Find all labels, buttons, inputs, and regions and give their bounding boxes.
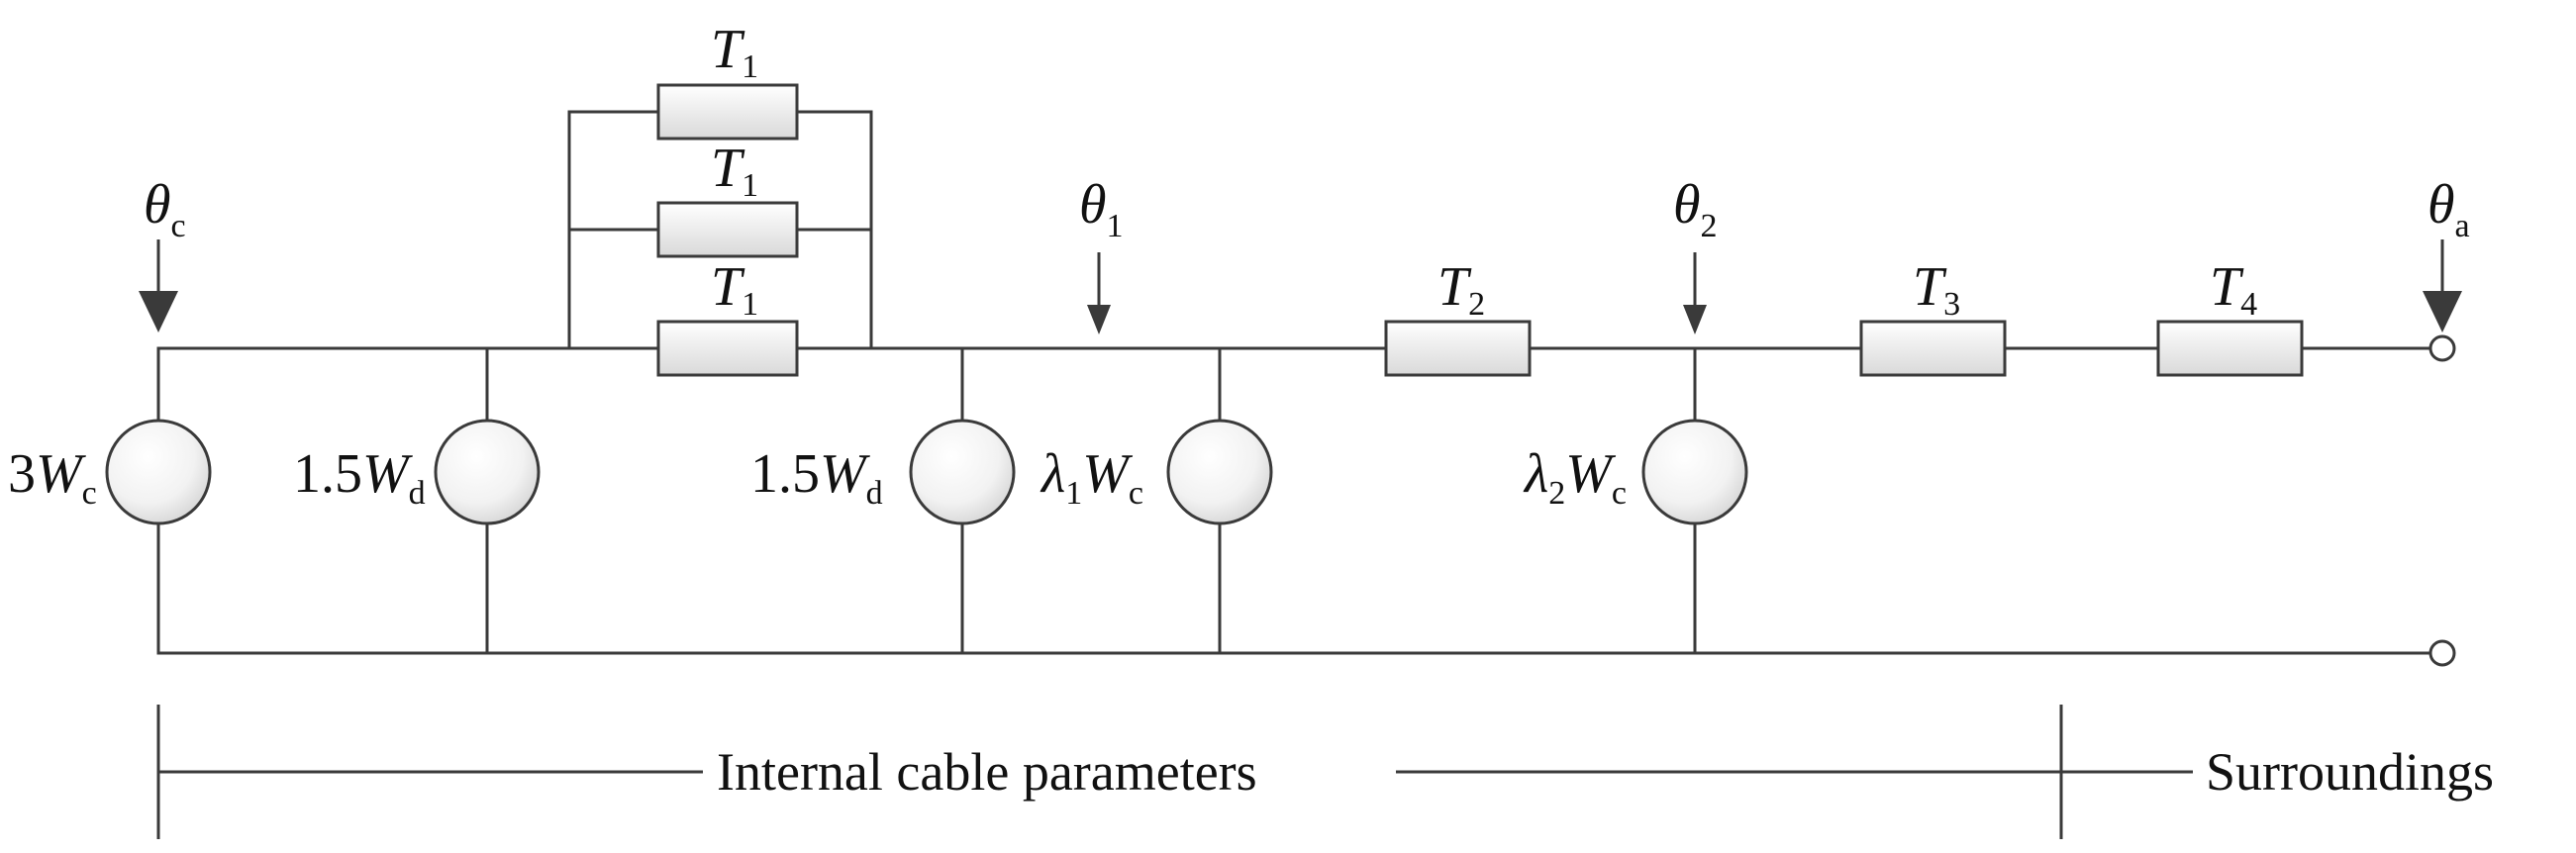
terminal-bottom — [2428, 639, 2456, 667]
source-lambda2-wc — [1641, 419, 1748, 525]
legend-surroundings-label: Surroundings — [2206, 742, 2494, 802]
label-theta-1: θ1 — [1079, 174, 1124, 244]
label-1.5wd-left: 1.5Wd — [293, 443, 426, 512]
label-1.5wd-right: 1.5Wd — [750, 443, 883, 512]
source-1.5wd-right — [909, 419, 1016, 525]
resistor-t4 — [2156, 320, 2304, 377]
resistor-t1-middle — [656, 201, 799, 258]
label-lambda2-wc: λ2Wc — [1523, 443, 1627, 512]
circuit-wires — [156, 110, 2432, 655]
source-lambda1-wc — [1166, 419, 1273, 525]
arrow-theta-1 — [1087, 252, 1111, 334]
resistor-t2 — [1384, 320, 1532, 377]
resistor-t1-bottom — [656, 320, 799, 377]
resistor-t1-top — [656, 83, 799, 141]
label-t4: T4 — [2210, 256, 2257, 323]
label-t1-top: T1 — [711, 19, 758, 85]
label-t1-middle: T1 — [711, 138, 758, 204]
label-t2: T2 — [1437, 256, 1485, 323]
label-theta-a: θa — [2427, 174, 2470, 244]
arrow-theta-a — [2423, 239, 2462, 332]
source-1.5wd-left — [434, 419, 541, 525]
label-lambda1-wc: λ1Wc — [1040, 443, 1143, 512]
source-3wc — [105, 419, 212, 525]
label-theta-c: θc — [144, 174, 186, 244]
legend-internal-label: Internal cable parameters — [717, 742, 1257, 802]
arrow-theta-c — [139, 239, 178, 332]
label-theta-2: θ2 — [1673, 174, 1718, 244]
region-legend: Internal cable parameters Surroundings — [156, 705, 2494, 839]
label-3wc: 3Wc — [8, 443, 97, 512]
resistor-t3 — [1859, 320, 2007, 377]
arrow-theta-2 — [1683, 252, 1707, 334]
label-t1-bottom: T1 — [711, 256, 758, 323]
label-t3: T3 — [1913, 256, 1960, 323]
terminal-top — [2428, 334, 2456, 362]
